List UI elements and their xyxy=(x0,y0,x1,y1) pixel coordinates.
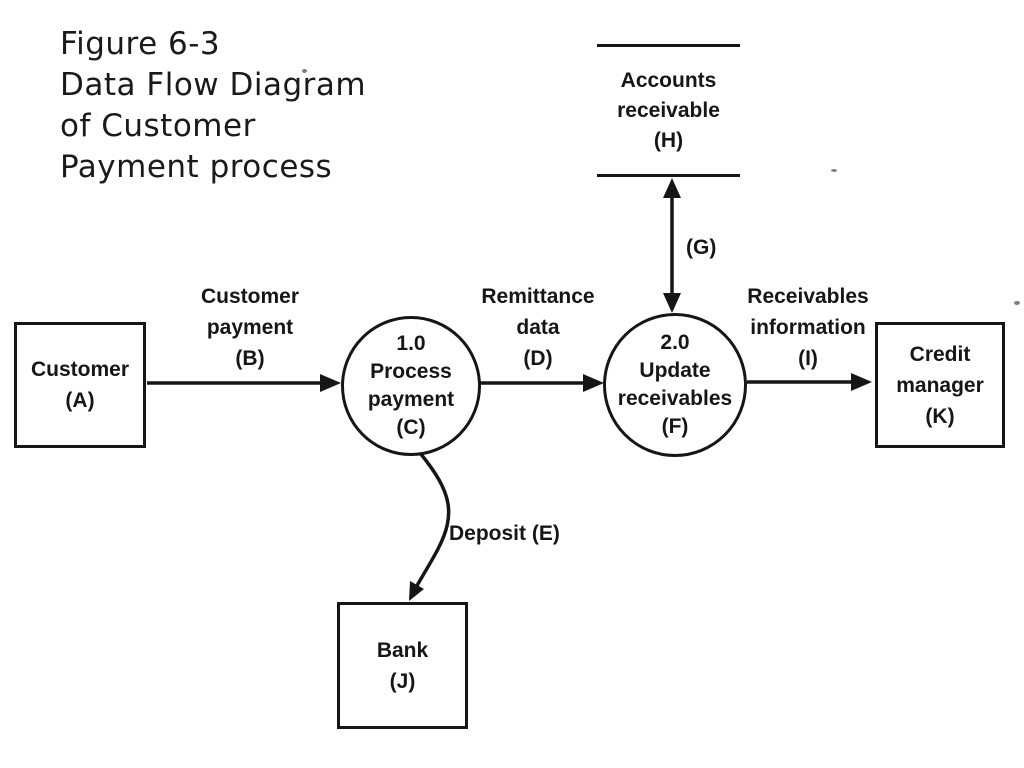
entity-credit-manager: Credit manager (K) xyxy=(875,322,1005,448)
flow-label-line: Customer xyxy=(200,285,300,308)
process-label-line: payment xyxy=(367,388,455,411)
entity-label-line: (K) xyxy=(925,404,955,428)
flow-label-receivables-information: Receivables information (I) xyxy=(738,281,878,374)
process-label-line: receivables xyxy=(617,387,733,410)
flow-label-line: Remittance xyxy=(481,285,595,308)
arrow-customer-payment xyxy=(147,374,341,392)
arrow-remittance-data xyxy=(480,374,604,392)
scan-speck xyxy=(302,69,307,73)
process-2-0-update-receivables: 2.0 Update receivables (F) xyxy=(603,313,747,457)
scan-speck xyxy=(831,169,837,172)
figure-caption: Figure 6-3 Data Flow Diagram of Customer… xyxy=(60,24,366,188)
process-label-line: (C) xyxy=(396,416,426,439)
process-label-line: Process xyxy=(370,360,452,383)
flow-label-line: (D) xyxy=(523,347,553,370)
figure-caption-line: Figure 6-3 xyxy=(60,26,221,62)
figure-caption-line: Data Flow Diagram xyxy=(60,67,367,103)
entity-label-line: Customer xyxy=(30,358,130,381)
process-label-line: Update xyxy=(639,359,711,382)
entity-label-line: manager xyxy=(896,373,984,397)
process-label-line: 1.0 xyxy=(396,332,426,355)
flow-label-ledger-update: (G) xyxy=(686,232,716,263)
process-1-0-process-payment: 1.0 Process payment (C) xyxy=(341,316,481,456)
flow-label-line: Deposit (E) xyxy=(449,522,560,545)
data-store-label-line: (H) xyxy=(653,128,684,152)
flow-label-line: (G) xyxy=(686,236,717,259)
figure-caption-line: of Customer xyxy=(60,108,256,144)
flow-label-line: data xyxy=(516,316,560,339)
flow-label-line: payment xyxy=(206,316,294,339)
scan-speck xyxy=(1014,301,1020,305)
flow-label-line: (I) xyxy=(798,347,818,370)
entity-bank: Bank (J) xyxy=(337,602,468,729)
data-store-label-line: receivable xyxy=(617,98,720,122)
entity-label-line: Credit xyxy=(909,342,971,366)
process-label-line: (F) xyxy=(661,415,689,438)
process-label-line: 2.0 xyxy=(660,331,690,354)
entity-label-line: (J) xyxy=(389,669,416,693)
flow-label-remittance-data: Remittance data (D) xyxy=(468,281,608,374)
figure-caption-line: Payment process xyxy=(60,149,333,185)
flow-label-line: (B) xyxy=(235,347,265,370)
entity-customer: Customer (A) xyxy=(14,322,146,448)
flow-label-line: information xyxy=(750,316,866,339)
data-store-label-line: Accounts xyxy=(620,68,717,92)
flow-label-customer-payment: Customer payment (B) xyxy=(180,281,320,374)
entity-label-line: Bank xyxy=(376,638,429,662)
arrow-ledger-update-bidirectional xyxy=(663,178,681,313)
arrow-deposit-curved xyxy=(409,451,451,601)
flow-label-line: Receivables xyxy=(747,285,869,308)
arrow-receivables-information xyxy=(747,373,872,391)
entity-label-line: (A) xyxy=(65,389,95,412)
data-store-accounts-receivable: Accounts receivable (H) xyxy=(597,44,740,177)
flow-label-deposit: Deposit (E) xyxy=(449,518,560,549)
